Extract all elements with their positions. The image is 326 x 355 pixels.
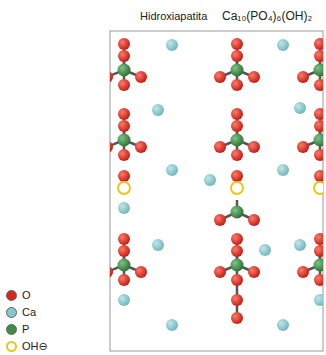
phosphorus-atom bbox=[118, 64, 131, 77]
calcium-atom bbox=[294, 102, 306, 114]
calcium-atom bbox=[118, 202, 130, 214]
oxygen-atom bbox=[118, 38, 130, 50]
calcium-atom bbox=[166, 164, 178, 176]
oxygen-atom bbox=[214, 214, 226, 226]
calcium-atom bbox=[259, 244, 271, 256]
phosphorus-atom bbox=[118, 134, 131, 147]
oxygen-atom bbox=[314, 170, 323, 182]
calcium-atom bbox=[118, 294, 130, 306]
oxygen-atom bbox=[118, 120, 130, 132]
oxygen-atom bbox=[248, 141, 260, 153]
oxygen-atom bbox=[248, 266, 260, 278]
oxygen-atom bbox=[135, 141, 147, 153]
oxygen-atom bbox=[314, 233, 323, 245]
oxygen-atom bbox=[314, 120, 323, 132]
oxygen-atom bbox=[314, 79, 323, 91]
phosphorus-atom bbox=[231, 64, 244, 77]
oxygen-atom bbox=[231, 294, 243, 306]
legend-text: O bbox=[22, 289, 31, 302]
calcium-atom bbox=[277, 319, 289, 331]
oxygen-atom bbox=[110, 71, 113, 83]
oxygen-atom bbox=[231, 312, 243, 324]
oxygen-atom bbox=[314, 50, 323, 62]
oxygen-atom bbox=[214, 71, 226, 83]
frame bbox=[110, 31, 323, 351]
oxygen-atom bbox=[248, 71, 260, 83]
oxygen-atom bbox=[314, 149, 323, 161]
calcium-atom bbox=[166, 319, 178, 331]
chemical-formula: Ca₁₀(PO₄)₆(OH)₂ bbox=[222, 10, 312, 23]
calcium-atom bbox=[294, 239, 306, 251]
oxygen-atom bbox=[118, 50, 130, 62]
calcium-atom bbox=[166, 39, 178, 51]
oxygen-atom bbox=[231, 108, 243, 120]
oxygen-atom bbox=[135, 266, 147, 278]
calcium-atom bbox=[152, 239, 164, 251]
phosphorus-atom bbox=[231, 259, 244, 272]
atoms bbox=[110, 38, 323, 331]
legend-swatch bbox=[6, 290, 17, 301]
oxygen-atom bbox=[110, 141, 113, 153]
oxygen-atom bbox=[231, 38, 243, 50]
hydroxide-atom bbox=[118, 182, 130, 194]
calcium-atom bbox=[277, 39, 289, 51]
oxygen-atom bbox=[297, 71, 309, 83]
calcium-atom bbox=[152, 104, 164, 116]
oxygen-atom bbox=[118, 108, 130, 120]
oxygen-atom bbox=[118, 170, 130, 182]
phosphorus-atom bbox=[314, 64, 324, 77]
legend-text: OH⊖ bbox=[22, 340, 48, 353]
oxygen-atom bbox=[135, 71, 147, 83]
oxygen-atom bbox=[231, 274, 243, 286]
oxygen-atom bbox=[118, 233, 130, 245]
hydroxide-atom bbox=[314, 182, 323, 194]
oxygen-atom bbox=[118, 245, 130, 257]
diagram-title: Hidroxiapatita bbox=[140, 10, 207, 23]
hydroxide-atom bbox=[231, 182, 243, 194]
oxygen-atom bbox=[214, 141, 226, 153]
oxygen-atom bbox=[248, 214, 260, 226]
calcium-atom bbox=[277, 164, 289, 176]
oxygen-atom bbox=[314, 108, 323, 120]
oxygen-atom bbox=[297, 141, 309, 153]
oxygen-atom bbox=[231, 79, 243, 91]
oxygen-atom bbox=[231, 149, 243, 161]
legend-text: P bbox=[22, 323, 29, 336]
oxygen-atom bbox=[314, 38, 323, 50]
oxygen-atom bbox=[231, 50, 243, 62]
phosphorus-atom bbox=[231, 206, 244, 219]
phosphorus-atom bbox=[118, 259, 131, 272]
oxygen-atom bbox=[118, 79, 130, 91]
oxygen-atom bbox=[110, 266, 113, 278]
oxygen-atom bbox=[231, 120, 243, 132]
legend-swatch bbox=[6, 341, 17, 352]
oxygen-atom bbox=[297, 266, 309, 278]
legend-swatch bbox=[6, 307, 17, 318]
legend-swatch bbox=[6, 324, 17, 335]
oxygen-atom bbox=[231, 233, 243, 245]
oxygen-atom bbox=[314, 245, 323, 257]
oxygen-atom bbox=[314, 274, 323, 286]
oxygen-atom bbox=[231, 170, 243, 182]
oxygen-atom bbox=[118, 149, 130, 161]
phosphorus-atom bbox=[231, 134, 244, 147]
oxygen-atom bbox=[118, 274, 130, 286]
calcium-atom bbox=[204, 174, 216, 186]
calcium-atom bbox=[314, 294, 323, 306]
phosphorus-atom bbox=[314, 259, 324, 272]
oxygen-atom bbox=[231, 245, 243, 257]
oxygen-atom bbox=[214, 266, 226, 278]
phosphorus-atom bbox=[314, 134, 324, 147]
legend-text: Ca bbox=[22, 306, 36, 319]
